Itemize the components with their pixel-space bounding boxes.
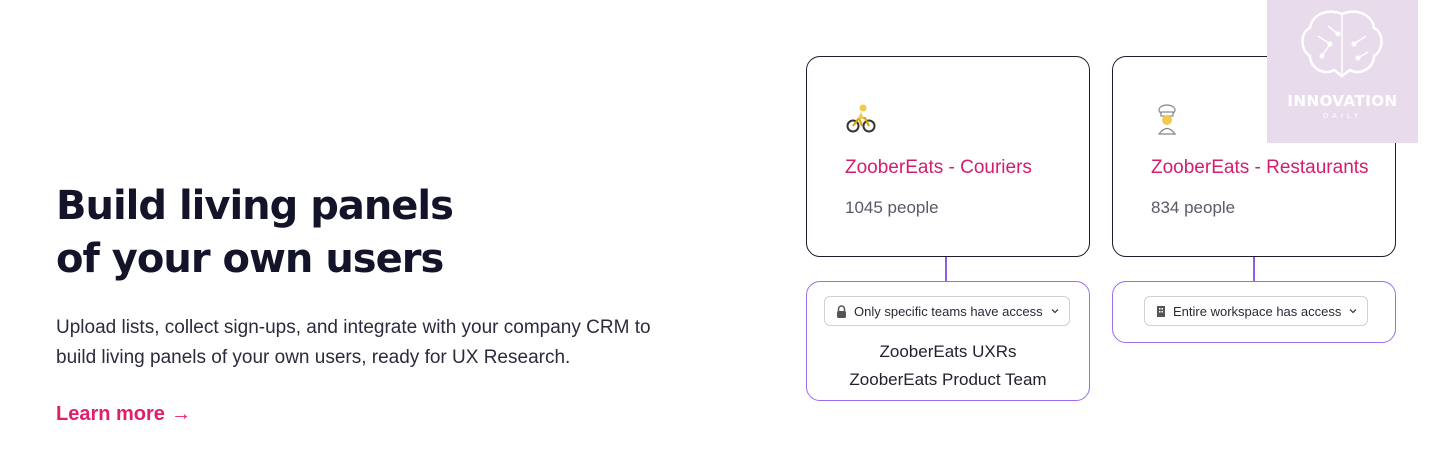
watermark: INNOVATION DAILY [1267, 0, 1418, 143]
connector-line [1253, 257, 1255, 281]
access-dropdown[interactable]: Entire workspace has access [1144, 296, 1369, 326]
access-label: Only specific teams have access [854, 303, 1043, 319]
team-list: ZooberEats UXRs ZooberEats Product Team [807, 338, 1089, 394]
panel-name: ZooberEats - Restaurants [1151, 157, 1369, 178]
brain-logo-icon [1301, 10, 1383, 78]
watermark-subtitle: DAILY [1322, 112, 1363, 120]
panel-card-couriers[interactable]: ZooberEats - Couriers 1045 people [806, 56, 1090, 257]
access-card-couriers: Only specific teams have access ZooberEa… [806, 281, 1090, 401]
hero-title-line1: Build living panels [56, 183, 454, 229]
hero-description-line2: build living panels of your own users, r… [56, 347, 571, 368]
access-dropdown[interactable]: Only specific teams have access [824, 296, 1070, 326]
watermark-title: INNOVATION [1287, 92, 1398, 110]
connector-line [945, 257, 947, 281]
learn-more-link[interactable]: Learn more → [56, 403, 191, 426]
hero-title: Build living panels of your own users [56, 180, 454, 286]
chevron-down-icon [1349, 309, 1357, 314]
learn-more-label: Learn more [56, 403, 165, 425]
chevron-down-icon [1051, 309, 1059, 314]
lock-icon [837, 304, 846, 318]
access-card-restaurants: Entire workspace has access [1112, 281, 1396, 343]
cyclist-icon [846, 104, 876, 133]
team-item: ZooberEats UXRs [879, 342, 1017, 361]
access-label: Entire workspace has access [1173, 303, 1342, 319]
building-icon [1157, 306, 1165, 317]
arrow-right-icon: → [170, 403, 191, 425]
hero-title-line2: of your own users [56, 236, 444, 282]
team-item: ZooberEats Product Team [849, 370, 1047, 389]
panel-card-restaurants[interactable]: ZooberEats - Restaurants 834 people [1112, 56, 1396, 257]
panel-name: ZooberEats - Couriers [845, 157, 1032, 178]
chef-icon [1157, 104, 1177, 135]
panel-count: 834 people [1151, 198, 1236, 217]
hero-description: Upload lists, collect sign-ups, and inte… [56, 313, 696, 373]
panel-count: 1045 people [845, 198, 939, 217]
hero-description-line1: Upload lists, collect sign-ups, and inte… [56, 317, 651, 338]
